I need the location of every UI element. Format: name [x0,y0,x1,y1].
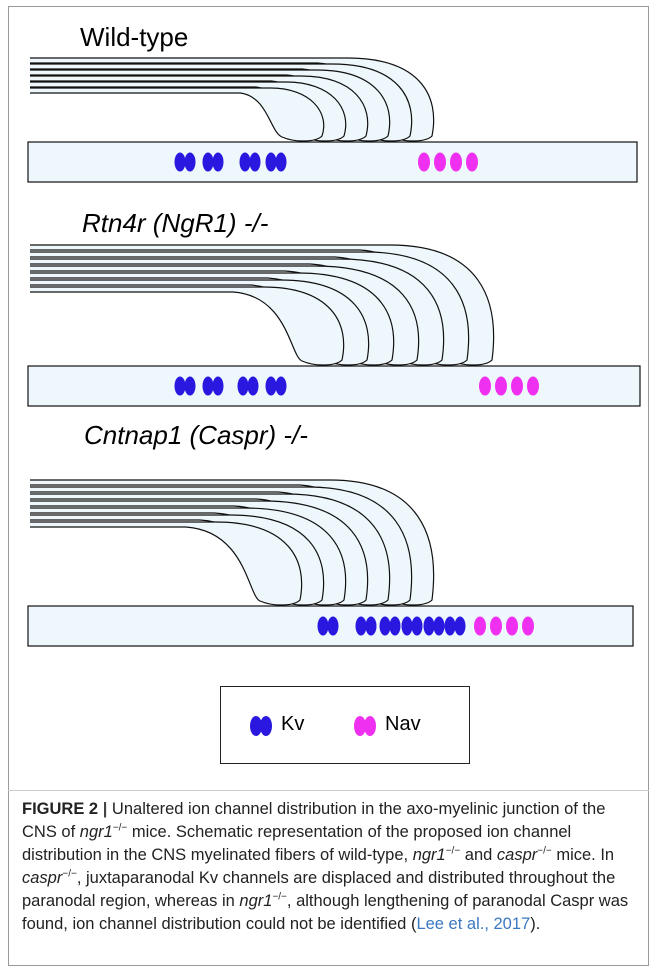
panel1-nav-channel [418,152,430,172]
panel3-kv-channel [433,616,445,636]
panel2-nav-channel [511,376,523,396]
figure-frame [8,6,649,966]
genotype-superscript: −/− [445,845,461,857]
panel2-kv-channel [184,376,196,396]
panel3-kv-channel [411,616,423,636]
panel2-axon [27,365,641,407]
caption-text: mice. Schematic representation of the pr… [22,823,572,864]
gene-name: ngr1 [79,823,113,841]
panel3-kv-channel [317,616,329,636]
citation-link[interactable]: Lee et al., 2017 [416,915,531,933]
panel2-kv-channel [202,376,214,396]
caption-text: , although lengthening of paranodal Casp… [22,892,629,933]
panel2-kv-channel [237,376,249,396]
panel1-kv-channel [184,152,196,172]
genotype-superscript: −/− [537,845,552,857]
caption-text: Unaltered ion channel distribution in th… [22,800,606,841]
panel1-nav-channel [434,152,446,172]
panel3-nav-channel [490,616,502,636]
panel1-kv-channel [275,152,287,172]
panel1-kv-channel [249,152,261,172]
panel2-kv-channel [275,376,287,396]
legend: Kv Nav [220,686,470,764]
panel2-myelin-lamella [30,286,345,366]
panel3-kv-channel [444,616,456,636]
caption-text: mice. In [556,846,615,864]
gene-name: ngr1 [412,846,446,864]
panel3-kv-channel [365,616,377,636]
kv-channel-icon-right [260,716,272,736]
panel-title-ngr1-knockout: Rtn4r (NgR1) -/- [82,208,269,238]
nav-channel-icon [354,716,376,736]
panel1-axon [27,141,638,183]
panel-title-caspr-knockout: Cntnap1 (Caspr) -/- [84,420,308,450]
nav-channel-icon-right [364,716,376,736]
kv-channel-icon [250,716,272,736]
legend-label-kv: Kv [281,713,305,735]
panel1-kv-channel [174,152,186,172]
panel3-kv-channel [454,616,466,636]
caption-text: , juxtaparanodal Kv channels are displac… [22,869,616,910]
gene-name: ngr1 [239,892,273,910]
caption-divider [8,790,649,791]
panel2-nav-channel [495,376,507,396]
panel3-kv-channel [423,616,435,636]
kv-channel-icon-left [250,716,262,736]
panel1-kv-channel [239,152,251,172]
panel1-nav-channel [466,152,478,172]
caption-text: ). [530,915,541,933]
figure-label: FIGURE 2 [22,800,99,818]
panel1-myelin-lamella [30,87,325,142]
genotype-superscript: −/− [112,822,128,834]
caption-text: and [464,846,493,864]
panel2-kv-channel [265,376,277,396]
panel3-kv-channel [355,616,367,636]
genotype-superscript: −/− [62,868,77,880]
panel1-kv-channel [202,152,214,172]
panel1-kv-channel [212,152,224,172]
panel3-kv-channel [327,616,339,636]
panel3-kv-channel [379,616,391,636]
panel2-kv-channel [212,376,224,396]
genotype-superscript: −/− [272,891,287,903]
panel3-myelin-lamella [30,521,303,606]
panel2-nav-channel [527,376,539,396]
panel3-kv-channel [401,616,413,636]
figure-caption: FIGURE 2 | Unaltered ion channel distrib… [22,798,642,936]
panel-title-wild-type: Wild-type [80,22,189,52]
nav-channel-icon-left [354,716,366,736]
legend-label-nav: Nav [385,713,421,735]
panel1-nav-channel [450,152,462,172]
panel3-nav-channel [506,616,518,636]
caption-separator: | [102,800,108,818]
panel2-nav-channel [479,376,491,396]
gene-name: caspr [22,869,63,887]
panel3-nav-channel [474,616,486,636]
panel2-kv-channel [174,376,186,396]
gene-name: caspr [496,846,538,864]
panel1-kv-channel [265,152,277,172]
panel3-nav-channel [522,616,534,636]
panel2-kv-channel [247,376,259,396]
panel3-kv-channel [389,616,401,636]
